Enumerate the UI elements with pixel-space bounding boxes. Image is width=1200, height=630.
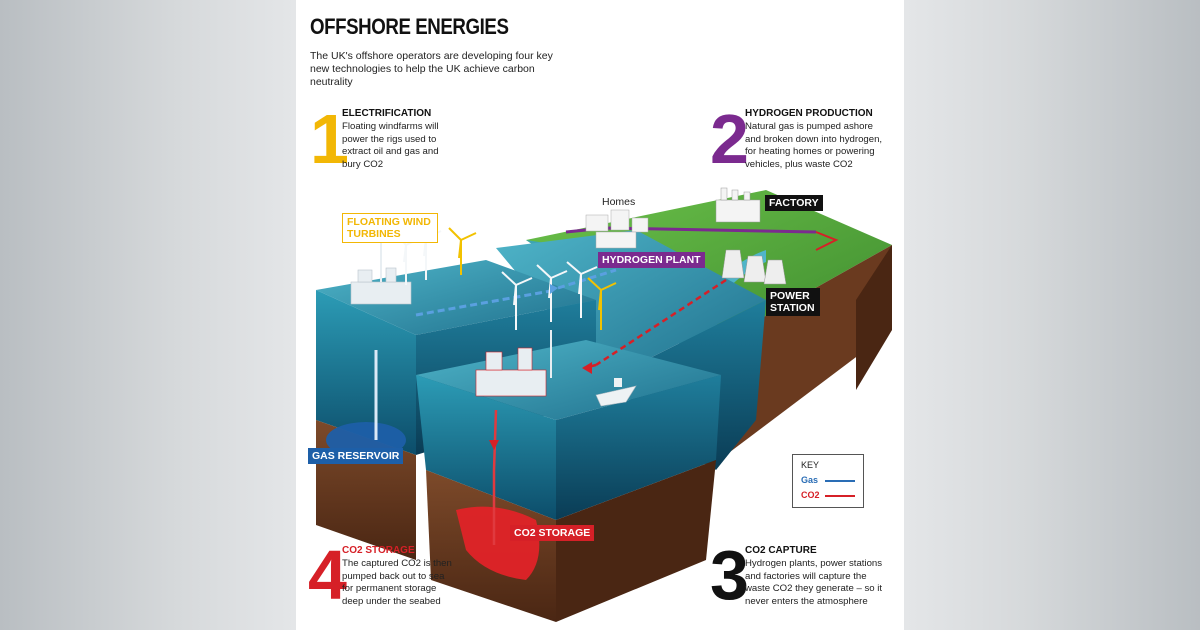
background-right <box>904 0 1200 630</box>
infographic-panel: OFFSHORE ENERGIES The UK's offshore oper… <box>296 0 904 630</box>
page-title: OFFSHORE ENERGIES <box>310 14 509 39</box>
legend-key: KEY Gas CO2 <box>792 454 864 508</box>
co2-arrow-head <box>582 362 592 374</box>
section-2-title: HYDROGEN PRODUCTION <box>745 108 873 119</box>
homes-buildings <box>585 209 649 249</box>
section-2-text: Natural gas is pumped ashore and broken … <box>745 121 883 170</box>
legend-co2-label: CO2 <box>801 490 820 500</box>
section-1-number: 1 <box>310 100 349 178</box>
background-left <box>0 0 296 630</box>
section-4-title: CO2 STORAGE <box>342 545 415 556</box>
power-station-buildings <box>721 249 787 285</box>
legend-co2-line <box>825 495 855 497</box>
legend-gas-label: Gas <box>801 475 819 485</box>
legend-title: KEY <box>801 460 820 470</box>
section-2-number: 2 <box>710 100 749 178</box>
offshore-rig-left <box>350 240 412 305</box>
label-co2-storage: CO2 STORAGE <box>510 525 595 541</box>
section-4-text: The captured CO2 is then pumped back out… <box>342 558 452 607</box>
factory-buildings <box>715 187 761 223</box>
gas-arrow-head <box>550 284 558 294</box>
legend-gas-line <box>825 480 855 482</box>
section-3-text: Hydrogen plants, power stations and fact… <box>745 558 883 607</box>
sea-block-front <box>416 340 721 622</box>
label-factory: FACTORY <box>765 195 823 211</box>
section-1-text: Floating windfarms will power the rigs u… <box>342 121 439 170</box>
section-4-number: 4 <box>308 536 347 614</box>
co2-arrow-down <box>489 440 499 450</box>
label-hydrogen-plant: HYDROGEN PLANT <box>598 252 705 268</box>
section-1-title: ELECTRIFICATION <box>342 108 432 119</box>
label-power-station: POWER STATION <box>766 288 820 316</box>
offshore-rig-front <box>475 330 552 397</box>
label-floating-wind-turbines: FLOATING WIND TURBINES <box>342 213 438 243</box>
intro-text: The UK's offshore operators are developi… <box>310 50 553 88</box>
ship <box>595 378 637 407</box>
co2-storage-shape <box>456 506 540 580</box>
label-gas-reservoir: GAS RESERVOIR <box>308 448 404 464</box>
label-homes: Homes <box>602 196 636 208</box>
section-3-number: 3 <box>710 536 749 614</box>
section-3-title: CO2 CAPTURE <box>745 545 817 556</box>
